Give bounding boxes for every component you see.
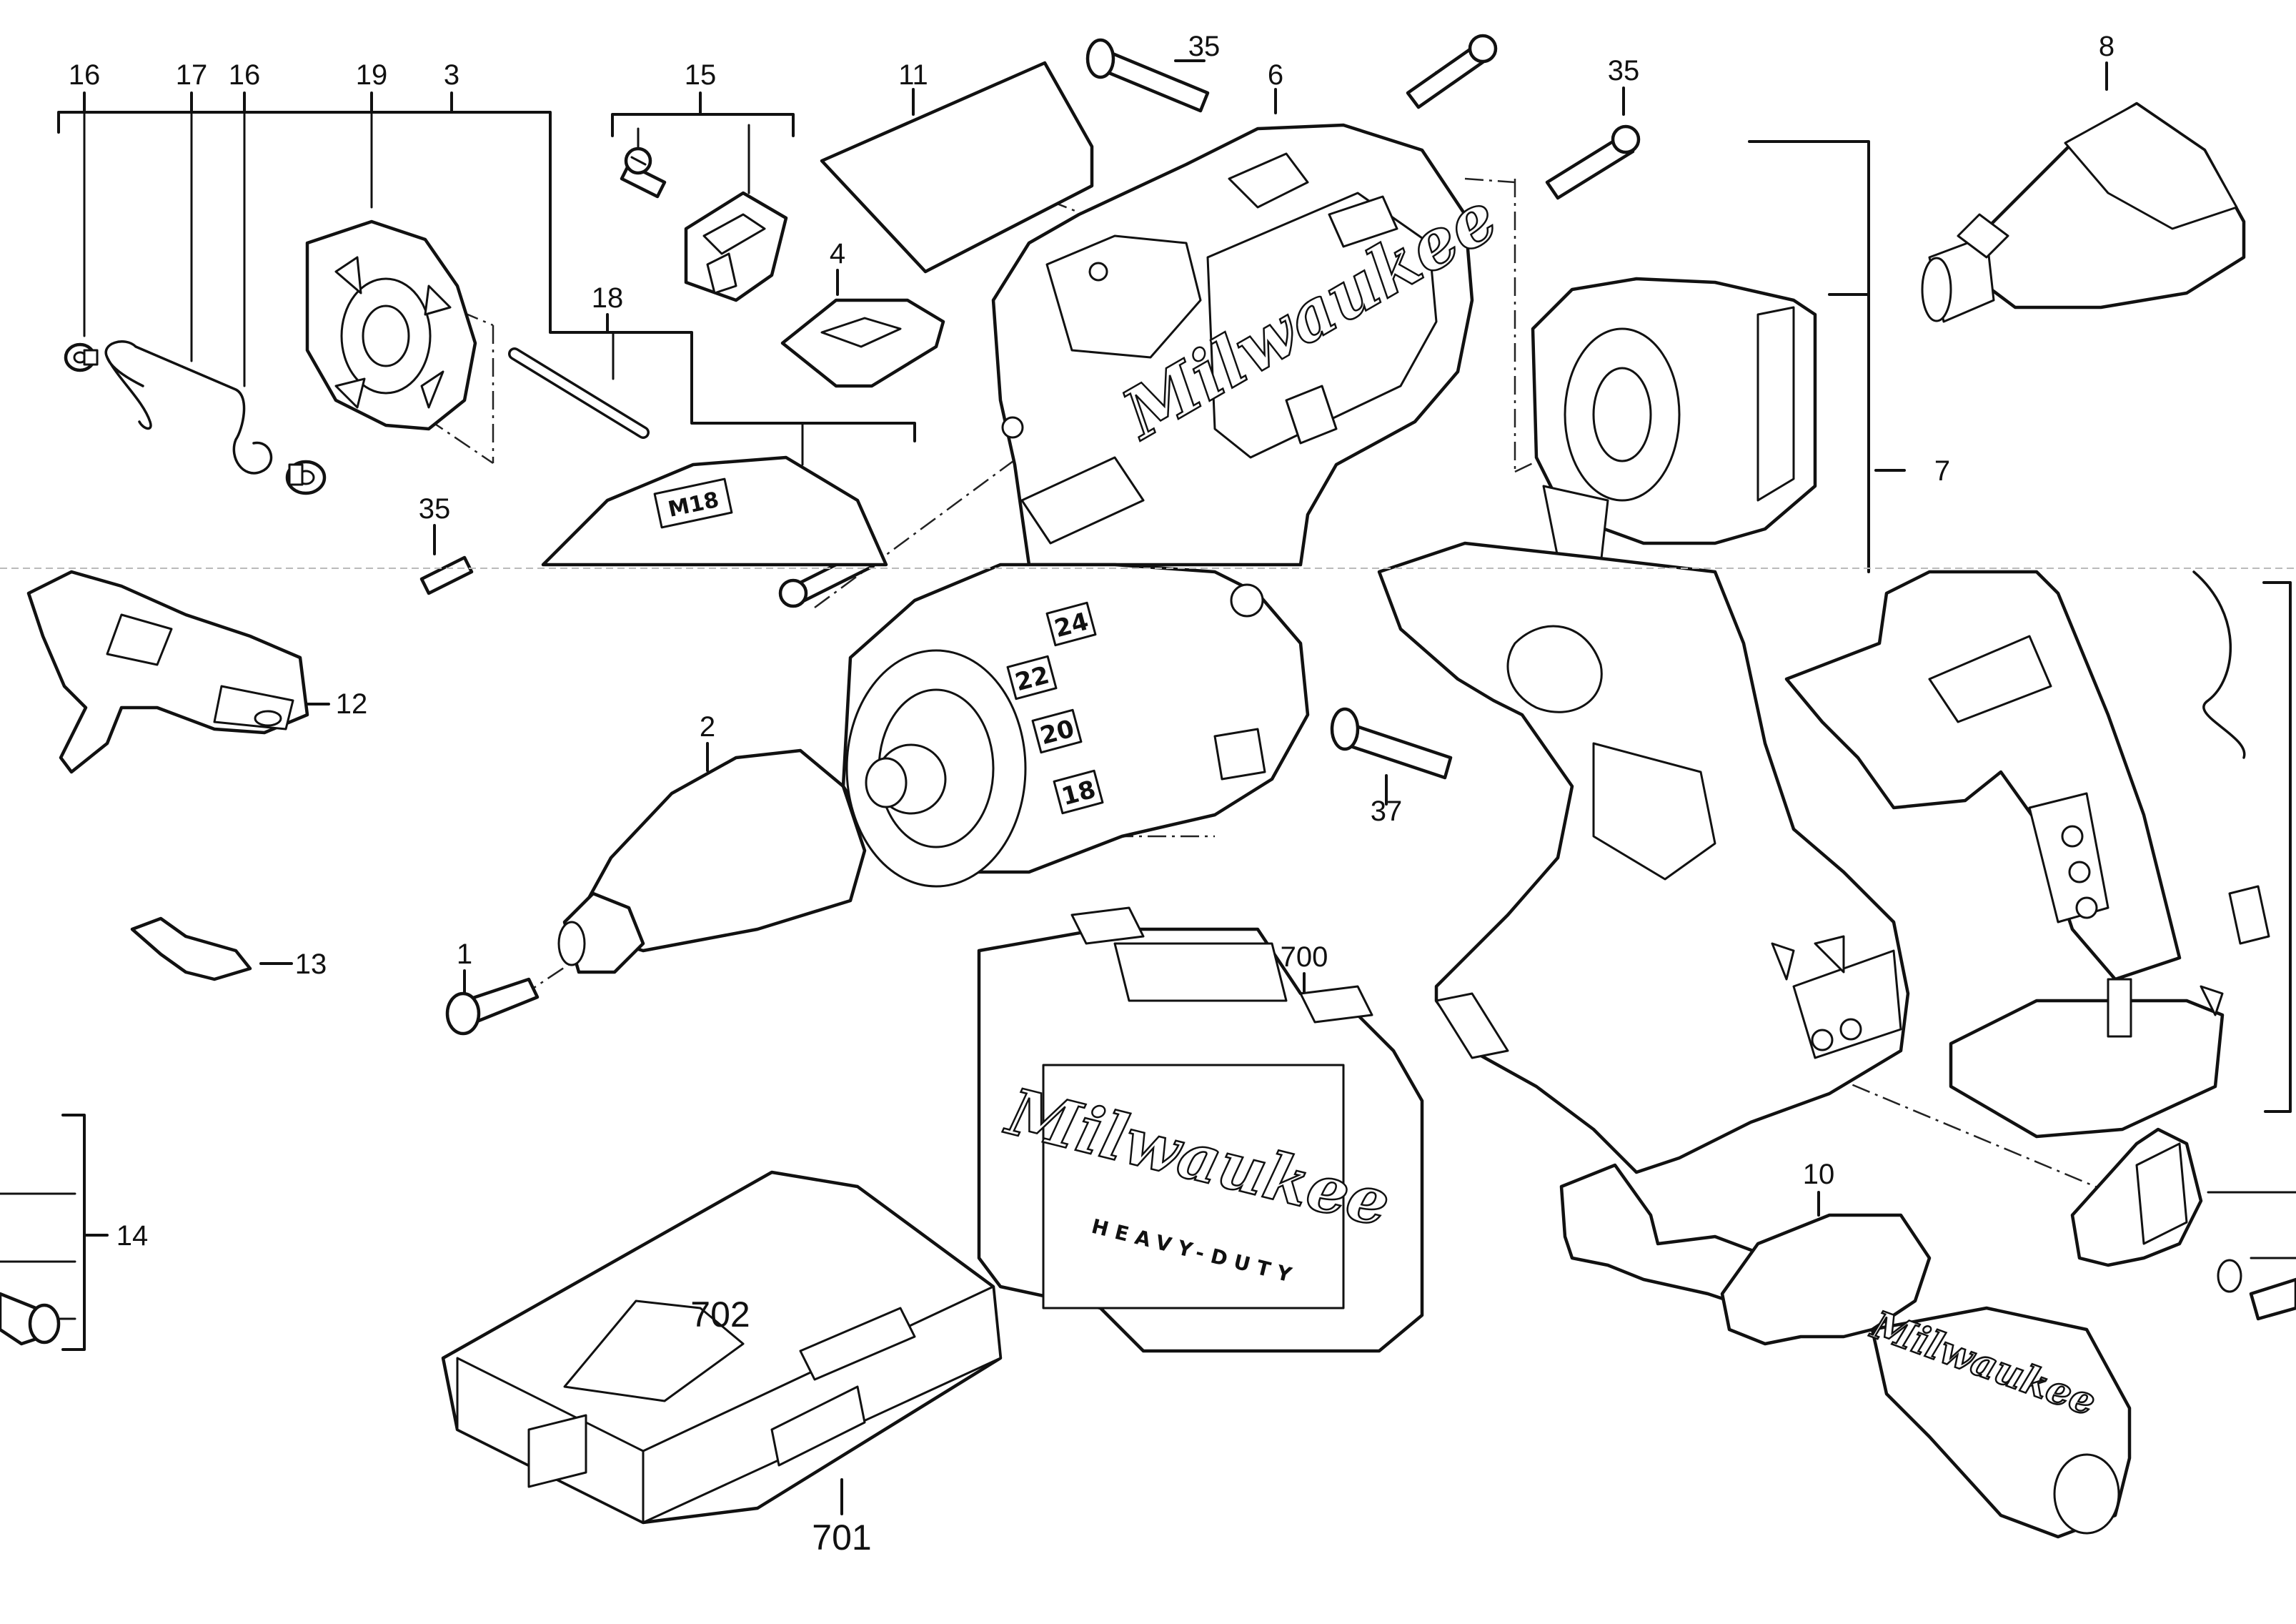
- part-701-storage-case: [441, 1170, 1003, 1525]
- callout-15: 15: [685, 59, 717, 91]
- callout-35-left: 35: [419, 493, 451, 525]
- callout-35-right: 35: [1608, 55, 1640, 86]
- part-11-label: [820, 61, 1094, 274]
- part-18-pin: [508, 347, 650, 439]
- part-switch-assembly: [1784, 570, 2270, 981]
- callout-13: 13: [295, 949, 327, 980]
- callout-labels: 16 17 16 19 3 15 11 35 6 35 8 18 4 7 35 …: [69, 31, 2114, 1558]
- part-clutch-collar: 24 22 20 18: [841, 563, 1310, 888]
- part-12-battery-latch: [26, 570, 309, 774]
- part-gear-stack: M18: [541, 455, 888, 567]
- callout-1: 1: [457, 939, 472, 970]
- part-37-screw: [1330, 707, 1453, 780]
- callout-19: 19: [356, 59, 388, 91]
- part-35-screw-top-right: [1406, 34, 1498, 109]
- part-35-screw-right: [1545, 124, 1641, 200]
- callout-37: 37: [1371, 796, 1403, 827]
- callout-14: 14: [116, 1220, 149, 1252]
- callout-6: 6: [1268, 59, 1283, 91]
- part-4-selector-button: [780, 298, 945, 388]
- part-6-motor-housing: [991, 123, 1474, 567]
- part-15-brush-holder: [684, 191, 788, 302]
- part-8-armature: [1921, 102, 2246, 323]
- part-35-screw-left: [419, 555, 474, 595]
- callout-18: 18: [592, 282, 624, 314]
- callout-3: 3: [444, 59, 459, 91]
- callout-11: 11: [898, 59, 928, 91]
- part-700-carry-case: Milwaukee HEAVY-DUTY: [977, 906, 1424, 1353]
- part-14-terminal-screws: [0, 1292, 61, 1346]
- callout-2: 2: [700, 711, 715, 743]
- part-15-screw: [620, 147, 667, 199]
- callout-16-right: 16: [229, 59, 261, 91]
- callout-4: 4: [830, 238, 845, 269]
- callout-700: 700: [1281, 941, 1328, 973]
- callout-8: 8: [2099, 31, 2114, 62]
- callout-12: 12: [336, 688, 368, 720]
- leader-lines: [0, 59, 2296, 1515]
- part-2-chuck: [557, 748, 867, 974]
- part-19-clutch-plate: [305, 219, 477, 431]
- part-control-board: [1949, 978, 2225, 1139]
- part-13-spring-clip: [130, 916, 252, 981]
- callout-16-left: 16: [69, 59, 101, 91]
- part-35-screw-top: [1085, 38, 1210, 113]
- callout-701: 701: [812, 1517, 871, 1558]
- callout-7: 7: [1934, 455, 1950, 487]
- part-17-wire-spring: [104, 340, 273, 475]
- part-handle-housing: [1377, 541, 1910, 1174]
- part-16-washer-left: [64, 342, 99, 372]
- callout-35-top: 35: [1188, 31, 1221, 62]
- part-1-chuck-screw: [445, 977, 540, 1036]
- part-battery-terminal: [2070, 1127, 2296, 1321]
- part-10-side-handle: Milwaukee: [1559, 1163, 2132, 1539]
- part-16-washer-right: [285, 460, 327, 495]
- callout-17: 17: [176, 59, 208, 91]
- part-7-motor-stator: [1531, 277, 1817, 566]
- callout-10: 10: [1803, 1159, 1835, 1190]
- callout-702: 702: [690, 1294, 750, 1335]
